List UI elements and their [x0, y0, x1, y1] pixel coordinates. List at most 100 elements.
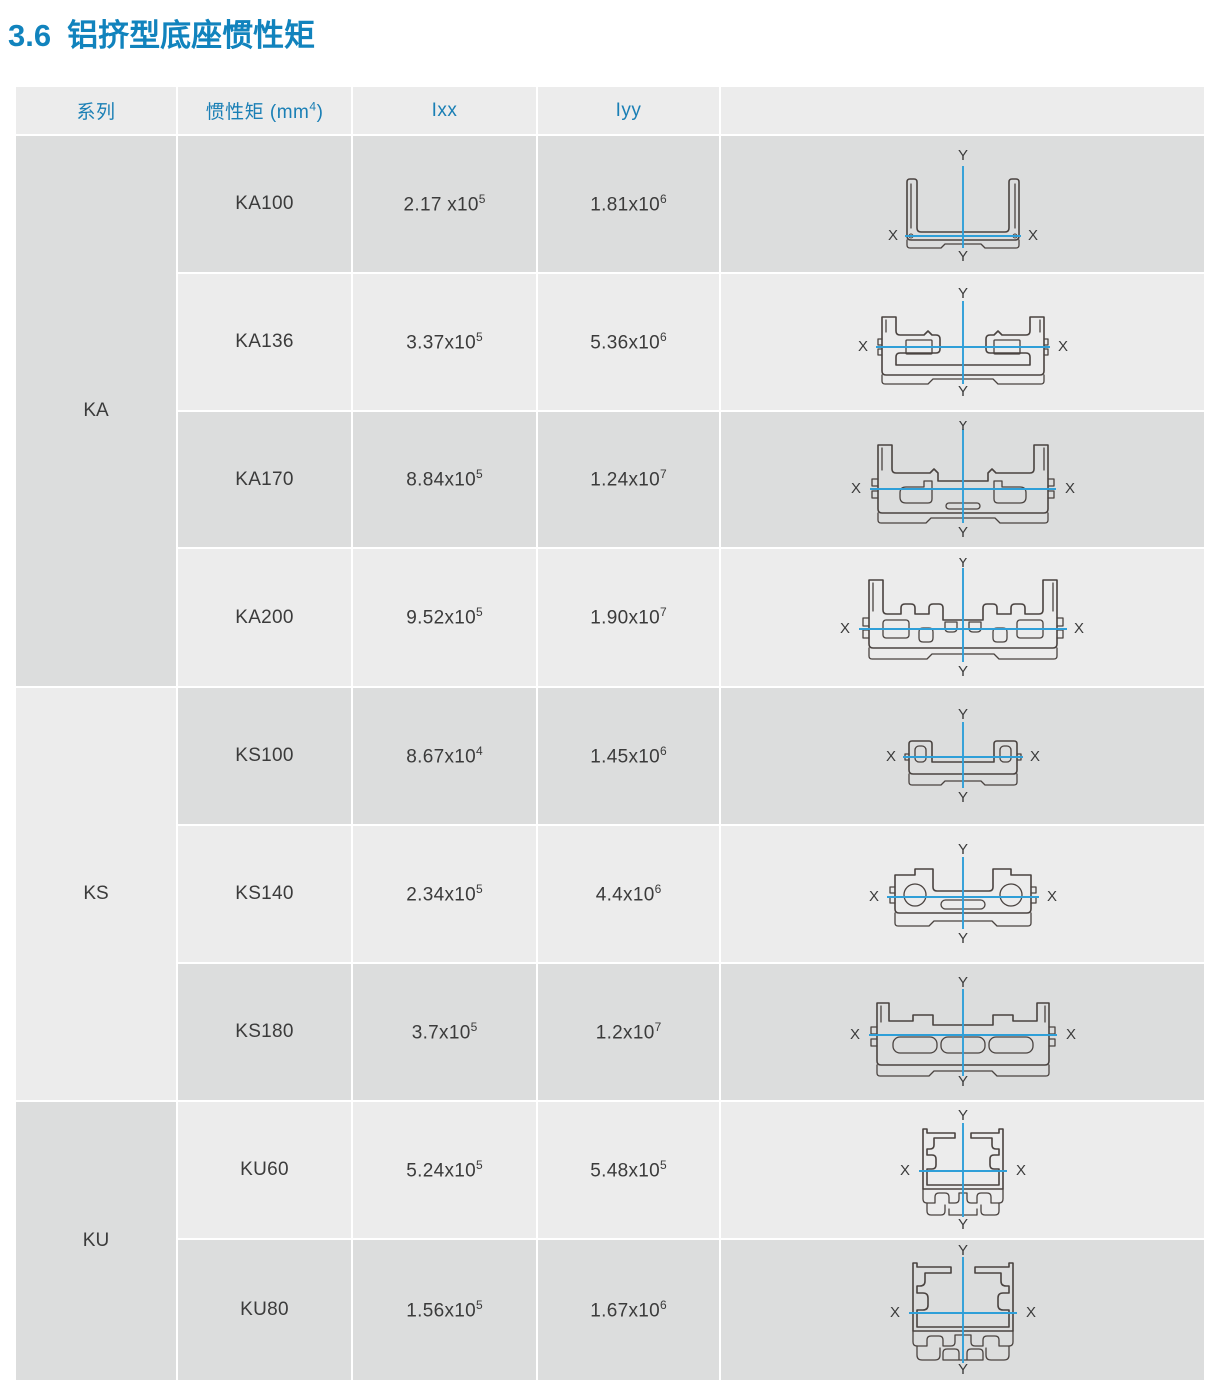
iyy-exponent: 7	[660, 467, 667, 482]
axis-label-y-top: Y	[957, 421, 967, 434]
ixx-mantissa: 3.7x10	[411, 1022, 471, 1044]
iyy-value: 1.45x106	[538, 688, 719, 824]
profile-cell: Y Y X X	[721, 136, 1204, 272]
iyy-value: 1.2x107	[538, 964, 719, 1100]
ka170-profile-icon: Y Y X X	[850, 421, 1074, 539]
table-row: KS KS100 8.67x104 1.45x106 Y	[16, 688, 1204, 1100]
axis-label-x-left: X	[857, 338, 867, 355]
ka100-profile-icon: Y Y X X	[887, 147, 1037, 264]
profile-cell: Y Y X X	[721, 412, 1204, 547]
axis-label-x-right: X	[1025, 1304, 1035, 1321]
axis-label-y-bottom: Y	[957, 1361, 967, 1375]
profile-cell: Y Y X X	[721, 549, 1204, 686]
ixx-exponent: 4	[476, 743, 483, 758]
axis-label-y-top: Y	[957, 558, 967, 571]
axis-label-y-bottom: Y	[957, 383, 967, 397]
iyy-value: 5.36x106	[538, 274, 719, 410]
axis-label-y-bottom: Y	[957, 1216, 967, 1231]
profile-cell: Y Y X X	[721, 1102, 1204, 1238]
table-header-row: 系列 惯性矩 (mm4) Ixx Iyy	[16, 87, 1204, 134]
ks100-profile-diagram: Y Y X X	[721, 688, 1204, 824]
ks180-profile-icon: Y Y X X	[849, 977, 1075, 1087]
ixx-mantissa: 2.34x10	[406, 884, 477, 906]
profile-cell: Y Y X X	[721, 964, 1204, 1100]
iyy-exponent: 6	[660, 329, 667, 344]
ixx-exponent: 5	[476, 605, 483, 620]
ka136-profile-diagram: Y Y X X	[721, 274, 1204, 410]
ixx-mantissa: 1.56x10	[406, 1300, 477, 1322]
iyy-exponent: 7	[654, 1019, 662, 1034]
ku60-profile-diagram: Y Y X X	[721, 1102, 1204, 1238]
iyy-mantissa: 5.48x10	[590, 1160, 661, 1182]
ixx-value: 8.67x104	[353, 688, 536, 824]
ku80-profile-diagram: Y Y X X	[721, 1240, 1204, 1380]
iyy-mantissa: 1.90x10	[590, 607, 661, 629]
moment-header-text: 惯性矩 (mm	[205, 102, 310, 123]
ixx-exponent: 5	[476, 1297, 483, 1312]
ixx-exponent: 5	[476, 329, 483, 344]
model-name: KA200	[178, 549, 351, 686]
iyy-value: 1.67x106	[538, 1240, 719, 1380]
table-row: KU KU60 5.24x105 5.48x105 Y Y X	[16, 1102, 1204, 1380]
series-group-ku: KU	[16, 1102, 176, 1380]
axis-label-x-left: X	[850, 479, 860, 496]
axis-label-x-right: X	[1015, 1162, 1025, 1179]
model-name: KA100	[178, 136, 351, 272]
iyy-mantissa: 5.36x10	[590, 332, 661, 354]
profile-cell: Y Y X X	[721, 688, 1204, 824]
axis-label-x-right: X	[1029, 748, 1039, 765]
ixx-value: 3.37x105	[353, 274, 536, 410]
axis-label-y-top: Y	[957, 977, 967, 991]
axis-label-y-top: Y	[957, 1109, 967, 1124]
ixx-mantissa: 5.24x10	[406, 1160, 477, 1182]
axis-label-x-left: X	[839, 619, 849, 636]
iyy-mantissa: 1.2x10	[595, 1022, 655, 1044]
ka170-profile-diagram: Y Y X X	[721, 412, 1204, 547]
model-name: KS180	[178, 964, 351, 1100]
model-name: KA136	[178, 274, 351, 410]
iyy-mantissa: 4.4x10	[595, 884, 655, 906]
column-header-series: 系列	[16, 87, 176, 134]
axis-label-x-left: X	[887, 227, 897, 244]
table-row: KS180 3.7x105 1.2x107	[16, 964, 1204, 1100]
ixx-mantissa: 3.37x10	[406, 332, 477, 354]
axis-label-y-bottom: Y	[957, 523, 967, 538]
ks140-profile-icon: Y Y X X	[868, 843, 1056, 945]
axis-label-x-right: X	[1057, 338, 1067, 355]
iyy-mantissa: 1.45x10	[590, 746, 661, 768]
ka200-profile-diagram: Y Y X X	[721, 549, 1204, 686]
table-row: KS140 2.34x105 4.4x106 Y	[16, 826, 1204, 962]
iyy-exponent: 6	[660, 743, 667, 758]
iyy-mantissa: 1.67x10	[590, 1300, 661, 1322]
ks140-profile-diagram: Y Y X X	[721, 826, 1204, 962]
table-row: KA200 9.52x105 1.90x107	[16, 549, 1204, 686]
axis-label-x-right: X	[1046, 888, 1056, 905]
axis-label-x-left: X	[868, 888, 878, 905]
ixx-mantissa: 9.52x10	[406, 607, 477, 629]
table-row: KU80 1.56x105 1.67x106 Y Y X X	[16, 1240, 1204, 1380]
ixx-value: 9.52x105	[353, 549, 536, 686]
model-name: KS140	[178, 826, 351, 962]
ixx-mantissa: 2.17 x10	[403, 194, 479, 216]
moment-header-close: )	[316, 102, 324, 123]
series-group-ks: KS	[16, 688, 176, 1100]
ixx-exponent: 5	[476, 467, 483, 482]
ixx-value: 3.7x105	[353, 964, 536, 1100]
column-header-iyy: Iyy	[538, 87, 719, 134]
axis-label-x-left: X	[899, 1162, 909, 1179]
ixx-value: 2.34x105	[353, 826, 536, 962]
axis-label-y-top: Y	[957, 147, 967, 164]
axis-label-x-right: X	[1065, 1026, 1075, 1043]
axis-label-y-top: Y	[957, 287, 967, 302]
iyy-mantissa: 1.24x10	[590, 469, 661, 491]
profile-cell: Y Y X X	[721, 1240, 1204, 1380]
ka100-profile-diagram: Y Y X X	[721, 136, 1204, 272]
ks100-profile-icon: Y Y X X	[885, 706, 1039, 806]
iyy-value: 1.24x107	[538, 412, 719, 547]
table-row: KA170 8.84x105 1.24x107	[16, 412, 1204, 547]
axis-label-y-bottom: Y	[957, 930, 967, 945]
ixx-mantissa: 8.67x10	[406, 746, 477, 768]
axis-label-y-top: Y	[957, 843, 967, 858]
table-row: KA136 3.37x105 5.36x106 Y	[16, 274, 1204, 410]
